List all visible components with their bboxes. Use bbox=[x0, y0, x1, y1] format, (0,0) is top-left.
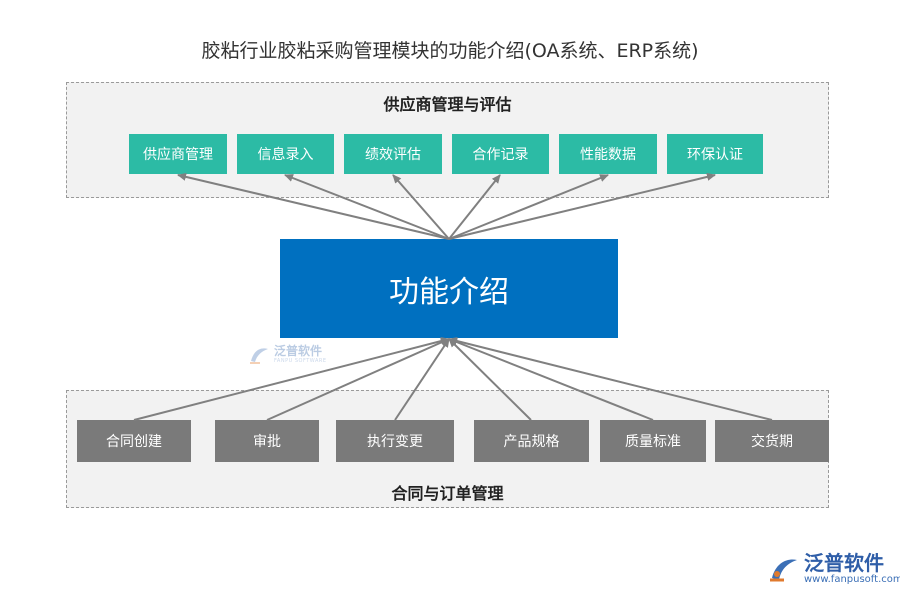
arrow-from-approval bbox=[266, 338, 450, 421]
center-node: 功能介绍 bbox=[280, 239, 618, 338]
node-quality-standard: 质量标准 bbox=[600, 420, 706, 462]
diagram-title: 胶粘行业胶粘采购管理模块的功能介绍(OA系统、ERP系统) bbox=[201, 40, 699, 62]
arrow-from-delivery-period bbox=[448, 337, 773, 421]
arrow-to-performance-evaluation bbox=[392, 174, 450, 240]
arrow-from-contract-creation bbox=[133, 337, 450, 421]
brand-logo-mark-icon bbox=[770, 559, 797, 582]
node-product-specification: 产品规格 bbox=[474, 420, 589, 462]
contract-group-title: 合同与订单管理 bbox=[391, 484, 504, 503]
arrow-to-supplier-management bbox=[177, 172, 450, 240]
watermark-brand: 泛普软件 bbox=[274, 344, 323, 358]
node-environmental-certification: 环保认证 bbox=[667, 134, 763, 174]
arrow-to-info-entry bbox=[284, 174, 450, 240]
supplier-group-title: 供应商管理与评估 bbox=[383, 95, 512, 114]
arrow-to-performance-data bbox=[448, 174, 609, 240]
node-execution-change: 执行变更 bbox=[336, 420, 454, 462]
node-cooperation-records: 合作记录 bbox=[452, 134, 549, 174]
node-approval: 审批 bbox=[215, 420, 319, 462]
logo-brand: 泛普软件 bbox=[804, 551, 884, 575]
node-contract-creation: 合同创建 bbox=[77, 420, 191, 462]
arrow-to-cooperation-records bbox=[448, 174, 501, 240]
watermark: 泛普软件 FANPU SOFTWARE bbox=[248, 345, 327, 365]
arrow-from-quality-standard bbox=[448, 338, 654, 421]
node-info-entry: 信息录入 bbox=[237, 134, 334, 174]
arrow-to-environmental-certification bbox=[448, 172, 716, 240]
node-supplier-management: 供应商管理 bbox=[129, 134, 227, 174]
brand-logo: 泛普软件 www.fanpusoft.com bbox=[768, 552, 900, 586]
node-delivery-period: 交货期 bbox=[715, 420, 829, 462]
node-performance-evaluation: 绩效评估 bbox=[344, 134, 442, 174]
watermark-sub: FANPU SOFTWARE bbox=[274, 358, 327, 364]
brand-logo-icon bbox=[250, 348, 268, 364]
arrow-from-product-specification bbox=[448, 338, 532, 421]
logo-url: www.fanpusoft.com bbox=[804, 574, 900, 585]
node-performance-data: 性能数据 bbox=[559, 134, 657, 174]
arrow-from-execution-change bbox=[394, 338, 450, 421]
